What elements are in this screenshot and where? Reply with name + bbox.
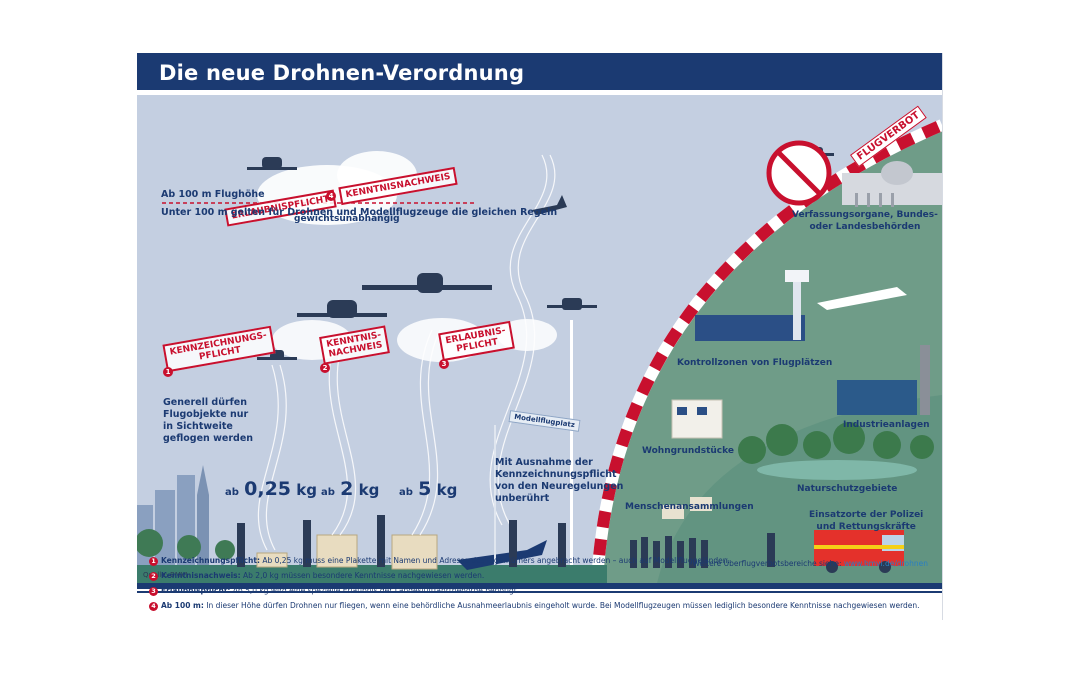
page-title: Die neue Drohnen-Verordnung [159, 61, 525, 85]
more-info: Weitere Überflugverbotsbereiche siehe: w… [692, 559, 928, 568]
zone-menschenansammlungen: Menschenansammlungen [625, 502, 754, 512]
exception-note: Mit Ausnahme der Kennzeichnungspflicht v… [495, 457, 624, 504]
zone-verfassungsorgane: Verfassungsorgane, Bundes- oder Landesbe… [792, 210, 938, 232]
zone-einsatzorte: Einsatzorte der Polizei und Rettungskräf… [809, 510, 924, 532]
badge-1: 1 [163, 367, 173, 377]
footer-rule [137, 583, 942, 589]
badge-4: 4 [326, 191, 336, 201]
zone-kontrollzonen: Kontrollzonen von Flugplätzen [677, 358, 833, 368]
height-above-label: Ab 100 m Flughöhe [161, 189, 265, 200]
zone-naturschutzgebiete: Naturschutzgebiete [797, 484, 898, 494]
illustration-scene: ERLAUBNISPFLICHT 4 KENNTNISNACHWEIS gewi… [137, 95, 942, 583]
badge-2: 2 [320, 363, 330, 373]
zone-industrieanlagen: Industrieanlagen [843, 420, 930, 430]
title-divider [137, 90, 942, 95]
zone-wohngrundstuecke: Wohngrundstücke [642, 446, 734, 456]
weight-independent-label: gewichtsunabhängig [294, 214, 400, 224]
footer-rule-thin [137, 591, 942, 593]
badge-3: 3 [439, 359, 449, 369]
bmvi-link[interactable]: www.bmvi.de/drohnen [843, 559, 928, 568]
scene-art [137, 95, 942, 583]
height-below-label: Unter 100 m gelten für Drohnen und Model… [161, 207, 558, 218]
title-bar: Die neue Drohnen-Verordnung [137, 53, 942, 95]
infographic: Die neue Drohnen-Verordnung [137, 53, 943, 620]
sight-note: Generell dürfen Flugobjekte nur in Sicht… [163, 397, 254, 444]
weight-5: ab 5 kg [399, 478, 458, 500]
weight-2: ab 2 kg [321, 478, 380, 500]
weight-025: ab 0,25 kg [225, 478, 317, 500]
source-credit: Quelle: BMVI [143, 571, 188, 579]
